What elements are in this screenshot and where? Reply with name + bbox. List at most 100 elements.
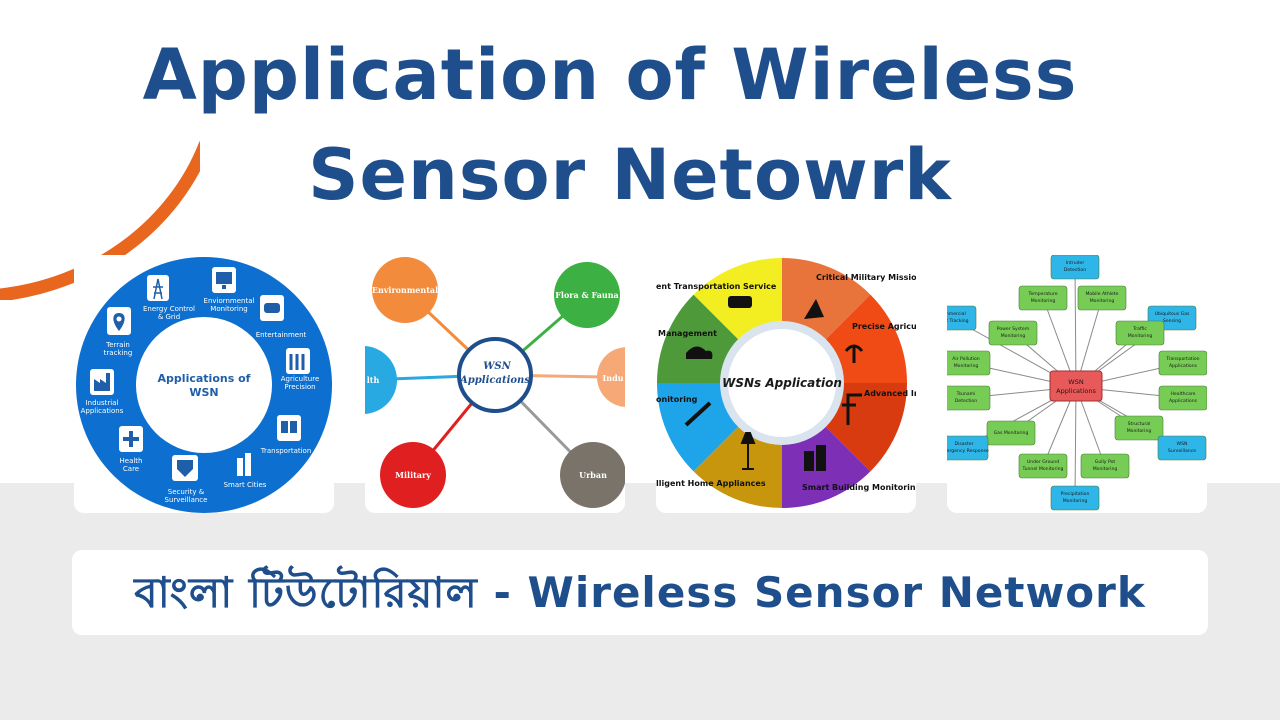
network-node-label: Monitoring	[1063, 498, 1088, 504]
syringe-icon	[684, 401, 712, 427]
network-node-label: Detection	[1064, 267, 1086, 273]
node-urban	[560, 442, 625, 508]
donut-wheel-diagram: WSNs Application Critical Military Missi…	[656, 258, 916, 508]
item-label-smart-cities: Smart Cities	[224, 481, 267, 489]
power-tower-icon	[147, 275, 169, 301]
city-icon	[235, 452, 255, 476]
satellite-dish-icon	[804, 299, 824, 319]
node-industry	[597, 347, 625, 407]
node-military	[380, 442, 446, 508]
network-node-label: Ubiquitous Gas	[1155, 311, 1190, 317]
network-node-label: Transportation	[1165, 356, 1199, 362]
item-label-agri-2: Precision	[284, 383, 315, 391]
network-node-label: Traffic	[1132, 326, 1147, 332]
network-node-label: Tunnel Monitoring	[1022, 466, 1064, 472]
subtitle-text: বাংলা টিউটোরিয়াল - Wireless Sensor Netw…	[134, 568, 1146, 617]
lamp-icon	[740, 432, 756, 470]
wheel-center	[728, 329, 836, 437]
network-node-label: Detection	[955, 398, 977, 404]
hub-label-1: WSN	[483, 361, 511, 372]
card-wsns-application-wheel: WSNs Application Critical Military Missi…	[656, 255, 916, 513]
network-node-label: Healthcare	[1170, 391, 1195, 397]
segment-military	[782, 258, 871, 343]
network-node-label: Under Ground	[1027, 459, 1059, 465]
network-node: CommercialAsset Tracking	[947, 305, 977, 331]
node-label-military: Military	[395, 470, 431, 480]
network-node-label: Gas Monitoring	[994, 430, 1029, 436]
network-node-label: Monitoring	[1031, 298, 1056, 304]
building-icon	[804, 451, 814, 471]
card-applications-of-wsn: Applications of WSN Energy Control & Gri…	[74, 255, 334, 513]
car-icon	[728, 296, 752, 308]
network-node-label: Power System	[997, 326, 1030, 332]
ring-center	[136, 317, 272, 453]
network-node-label: Precipitation	[1061, 491, 1090, 497]
item-label-env-1: Enviornmental	[204, 297, 255, 305]
node-label-environmental: Environmental	[372, 285, 438, 295]
medical-icon	[119, 426, 143, 452]
node-environmental	[372, 257, 438, 323]
network-node-label: Monitoring	[1127, 428, 1152, 434]
ring-center-label-2: WSN	[189, 386, 218, 399]
segment-label-military: Critical Military Missio	[816, 273, 916, 282]
factory-icon	[90, 369, 114, 395]
item-label-health-1: Health	[120, 457, 143, 465]
network-node: Gas Monitoring	[986, 420, 1036, 446]
network-node-label: WSN	[1177, 441, 1188, 447]
network-node: DisasterEmergency Response	[947, 435, 989, 461]
item-label-terrain-1: Terrain	[105, 341, 130, 349]
card-wsn-hub-diagram: WSN Applications Environmental Flora & F…	[365, 255, 625, 513]
network-node-label: Monitoring	[1128, 333, 1153, 339]
location-pin-icon	[107, 307, 131, 335]
item-label-terrain-2: tracking	[104, 349, 133, 357]
item-label-env-2: Monitoring	[210, 305, 247, 313]
network-node-label: Air Pollution	[952, 356, 980, 362]
item-label-health-2: Care	[123, 465, 139, 473]
segment-smart-building	[782, 423, 871, 508]
network-center-label: Applications	[1056, 387, 1096, 395]
network-node-label: Tsunami	[956, 391, 976, 397]
node-label-urban: Urban	[579, 470, 607, 480]
segment-home-appliances	[693, 423, 782, 508]
network-node-label: Sensing	[1163, 318, 1181, 324]
ring-center-label-1: Applications of	[158, 372, 251, 385]
orange-arc-decoration	[0, 140, 200, 300]
network-node-label: Monitoring	[1090, 298, 1115, 304]
segment-label-smart-building: Smart Building Monitoring	[802, 483, 916, 492]
node-label-health: lth	[367, 375, 380, 385]
segment-label-advanced: Advanced In	[864, 389, 916, 398]
node-flora-fauna	[554, 262, 620, 328]
applications-ring-diagram: Applications of WSN Energy Control & Gri…	[76, 257, 332, 513]
network-link	[1074, 386, 1077, 499]
page-title-line-2: Sensor Netowrk	[308, 134, 952, 216]
item-label-transport: Transportation	[260, 447, 312, 455]
item-label-security-2: Surveillance	[165, 496, 208, 504]
wheel-center-label: WSNs Application	[722, 376, 842, 390]
hub-center	[457, 337, 533, 413]
node-health	[365, 346, 397, 414]
network-center-label: WSN	[1068, 378, 1084, 386]
network-diagram: IntruderDetectionTemperatureMonitoringMo…	[947, 255, 1207, 511]
node-label-flora: Flora & Fauna	[555, 290, 619, 300]
network-node-label: Temperature	[1027, 291, 1057, 297]
network-node-label: Emergency Response	[947, 448, 989, 454]
segment-management	[657, 294, 742, 383]
item-label-entertainment: Entertainment	[256, 331, 307, 339]
shield-icon	[172, 455, 198, 481]
network-node-label: Disaster	[955, 441, 974, 447]
item-label-energy-2: & Grid	[158, 313, 180, 321]
network-node-label: Applications	[1169, 363, 1198, 369]
segment-label-home: lligent Home Appliances	[656, 479, 766, 488]
item-label-industrial-1: Industrial	[86, 399, 119, 407]
bus-icon	[277, 415, 301, 441]
